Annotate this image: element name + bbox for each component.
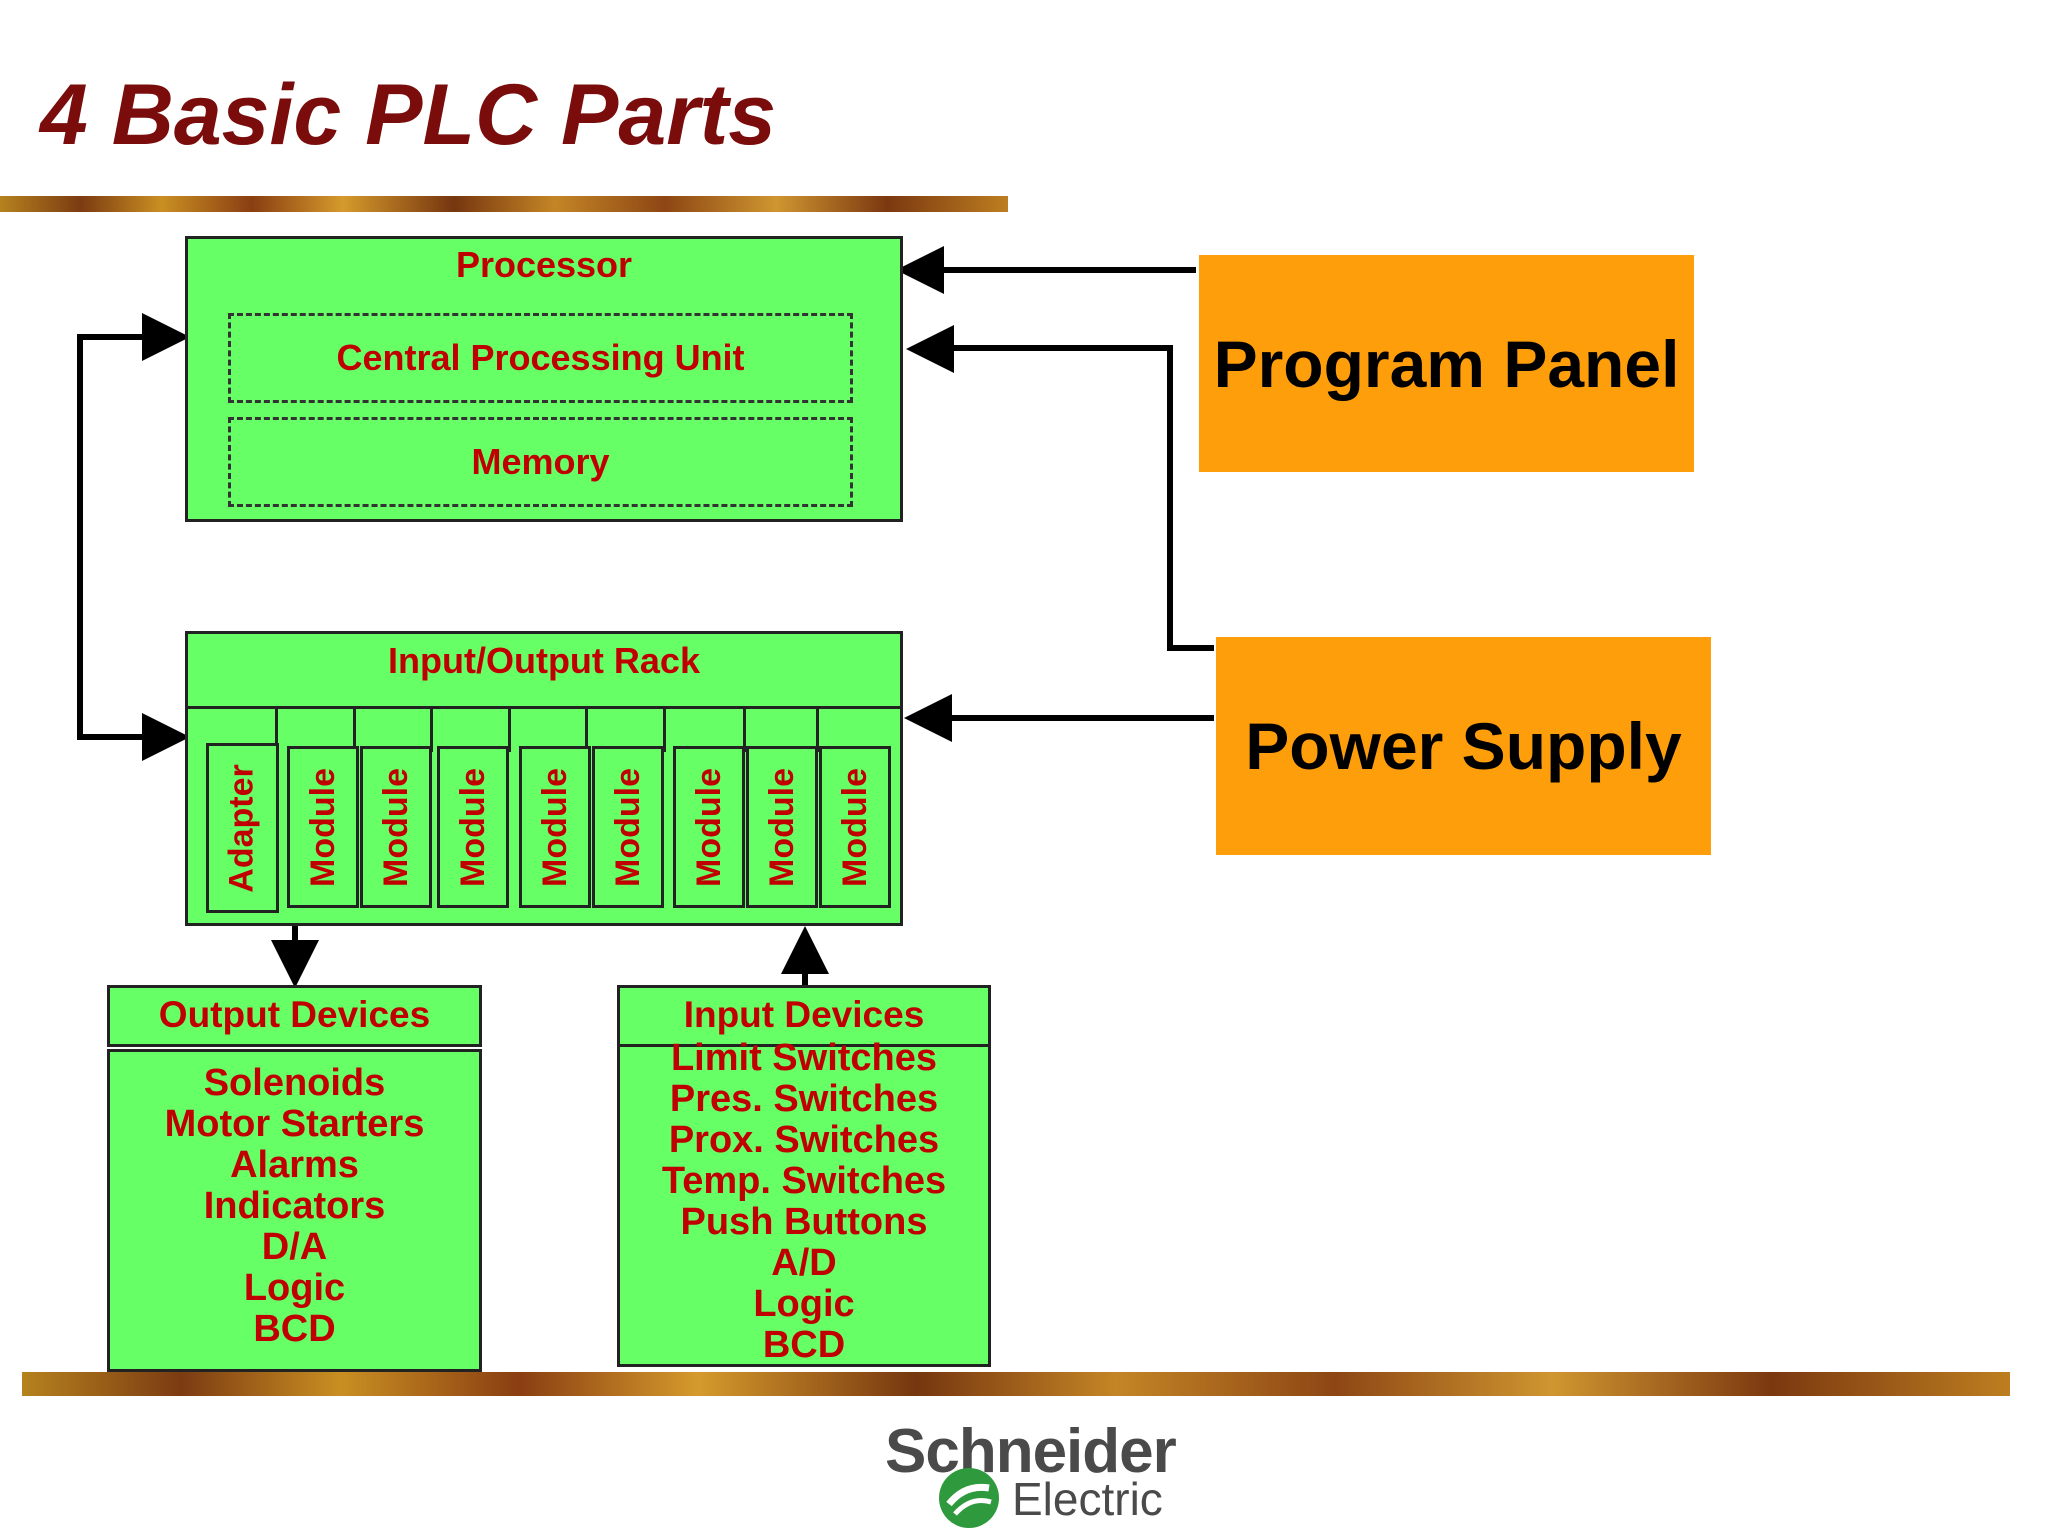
output-device-item: Logic [243,1267,346,1309]
input-devices-list: Limit Switches Pres. Switches Prox. Swit… [617,1038,991,1366]
adapter-slot: Adapter [206,743,279,913]
bottom-decorative-band [22,1372,2010,1396]
output-devices-list-box [107,1049,482,1372]
schneider-logo-subtext: Electric [1012,1473,1163,1525]
input-device-item: Temp. Switches [661,1160,947,1202]
module-label: Module [689,767,728,887]
adapter-label: Adapter [223,763,261,893]
output-devices-label: Output Devices [158,994,431,1035]
module-slot: Module [360,746,432,908]
io-rack-label: Input/Output Rack [388,640,700,681]
memory-section [228,417,853,507]
input-devices-label: Input Devices [683,994,925,1035]
module-label: Module [535,767,574,887]
module-label: Module [762,767,801,887]
input-device-item: Limit Switches [670,1037,938,1079]
program-panel-label: Program Panel [1213,326,1680,401]
processor-rack-link [77,334,180,740]
module-label: Module [453,767,492,887]
input-device-item: BCD [762,1324,846,1366]
module-slot: Module [673,746,745,908]
output-device-item: Motor Starters [164,1103,425,1145]
rack-column-divider [585,708,588,752]
output-devices-header [107,985,482,1047]
module-label: Module [608,767,647,887]
module-slot: Module [746,746,818,908]
output-device-item: Indicators [203,1185,386,1227]
module-slot: Module [592,746,664,908]
input-device-item: A/D [771,1242,837,1284]
input-device-item: Pres. Switches [669,1078,939,1120]
input-device-item: Prox. Switches [668,1119,940,1161]
processor-box [185,236,903,522]
power-supply-box: Power Supply [1216,637,1711,855]
schneider-logo-wordmark: Schneider [885,1417,1177,1486]
output-device-item: BCD [253,1308,336,1350]
output-devices-list: Solenoids Motor Starters Alarms Indicato… [107,1063,482,1350]
page-title: 4 Basic PLC Parts [40,67,777,163]
output-device-item: D/A [261,1226,328,1268]
cpu-section [228,313,853,403]
module-label: Module [303,767,342,887]
program-panel-box: Program Panel [1199,255,1694,472]
input-devices-box [617,985,991,1367]
input-device-item: Logic [753,1283,855,1325]
input-devices-divider [617,1044,991,1047]
module-slot: Module [519,746,591,908]
schneider-logo-icon [935,1466,1003,1530]
cpu-label: Central Processing Unit [336,337,745,378]
rack-column-divider [430,708,433,752]
rack-column-divider [275,708,278,752]
module-label: Module [835,767,874,887]
processor-label: Processor [455,244,633,285]
output-device-item: Solenoids [203,1062,386,1104]
rack-column-divider [353,708,356,752]
rack-column-divider [663,708,666,752]
top-decorative-band [0,196,1008,212]
io-rack-divider [185,706,903,709]
power-supply-label: Power Supply [1245,709,1682,783]
output-device-item: Alarms [230,1144,359,1186]
rack-column-divider [816,708,819,752]
module-label: Module [376,767,415,887]
rack-column-divider [743,708,746,752]
module-slot: Module [287,746,359,908]
input-device-item: Push Buttons [680,1201,928,1243]
memory-label: Memory [471,441,610,482]
rack-column-divider [508,708,511,752]
module-slot: Module [819,746,891,908]
module-slot: Module [437,746,509,908]
power-to-processor-wire [935,345,1214,651]
